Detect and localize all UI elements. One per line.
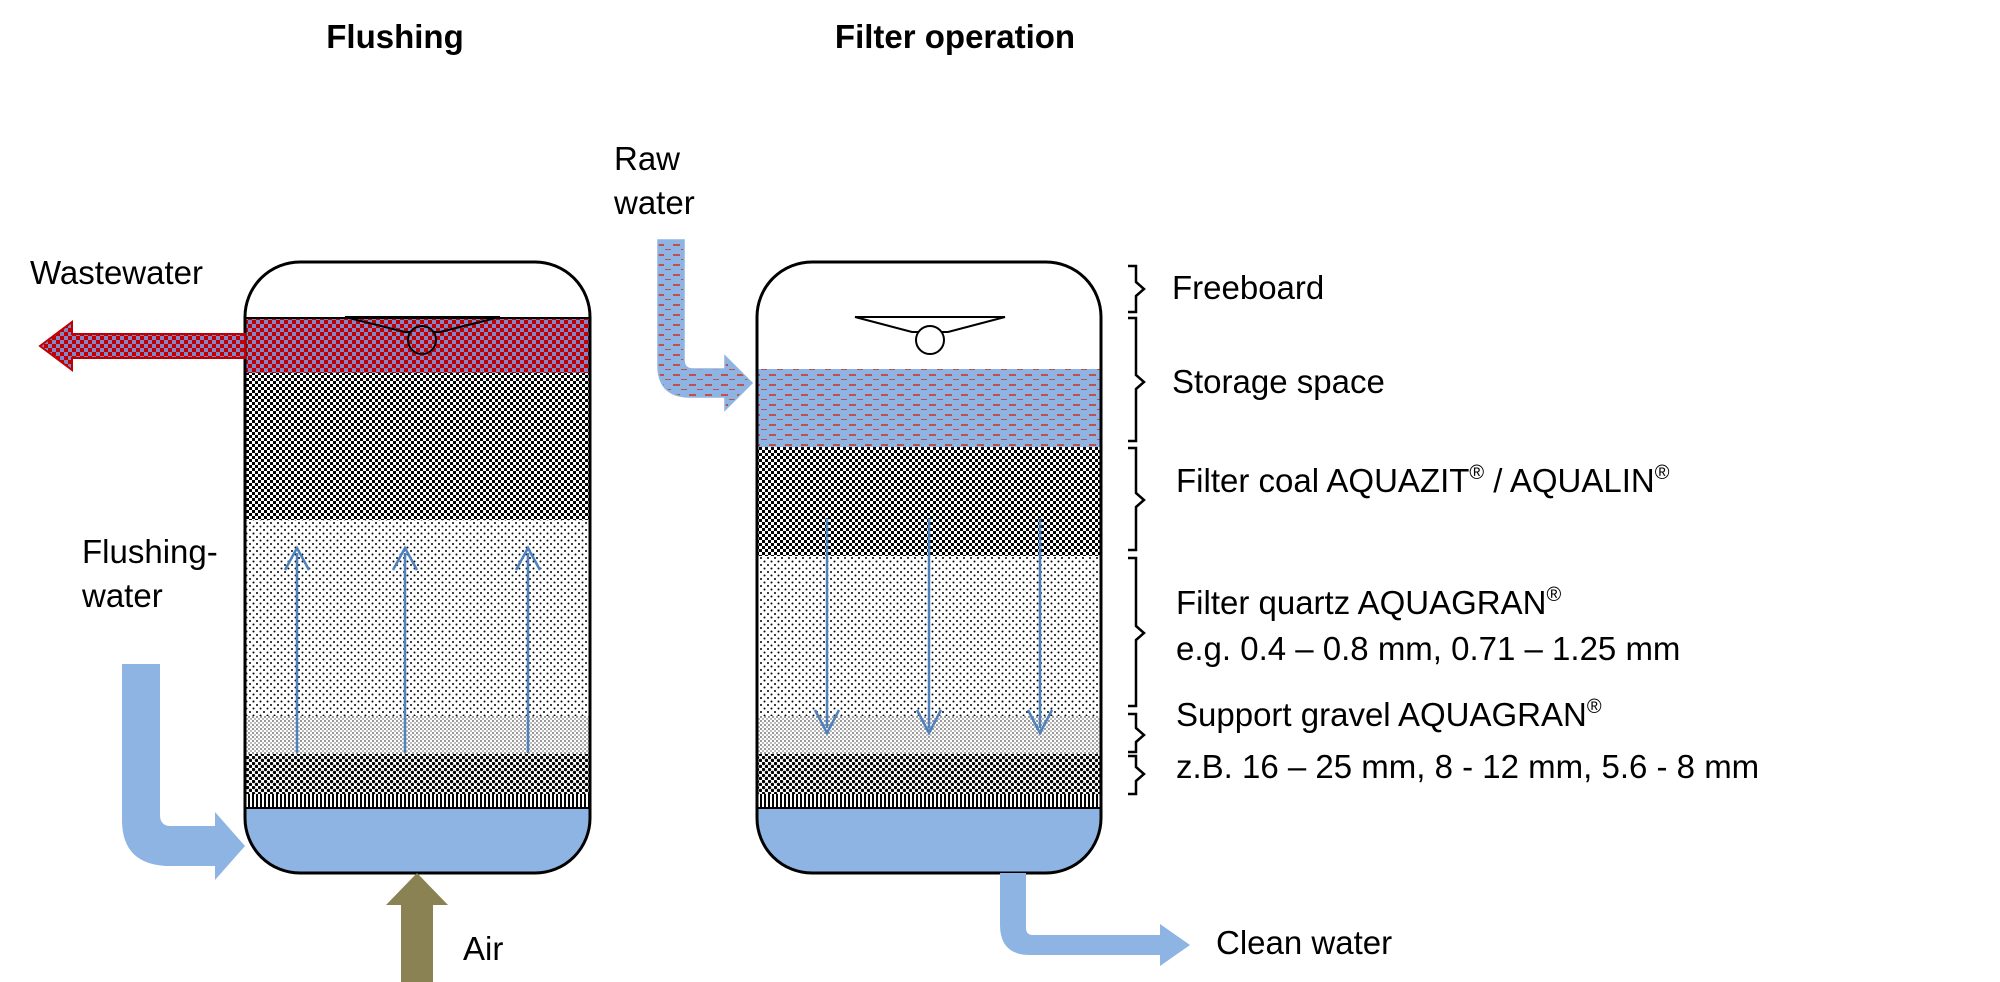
- storage-space-label: Storage space: [1172, 363, 1385, 400]
- air-arrow: [386, 873, 448, 982]
- quartz-layer: [245, 520, 590, 716]
- bottom-water-layer-right: [757, 808, 1101, 873]
- filter-quartz-reg-mark: ®: [1546, 584, 1561, 606]
- flushing-water-label-1: Flushing-: [82, 533, 218, 570]
- raw-water-label-1: Raw: [614, 140, 680, 177]
- support-gravel-main: Support gravel AQUAGRAN: [1176, 696, 1587, 733]
- overflow-trough-icon: [344, 316, 501, 355]
- filter-quartz-main: Filter quartz AQUAGRAN: [1176, 584, 1546, 621]
- flushing-water-label-2: water: [81, 577, 163, 614]
- screen-layer: [245, 794, 590, 808]
- filter-operation-title: Filter operation: [835, 18, 1075, 55]
- filter-vessel-outline: [755, 260, 1103, 875]
- screen-layer-right: [757, 794, 1101, 808]
- storage-water-layer: [757, 369, 1101, 447]
- brace-freeboard: [1128, 264, 1146, 314]
- overflow-trough-icon-right: [854, 316, 1006, 355]
- brace-storage: [1128, 316, 1146, 443]
- filter-coal-label: Filter coal AQUAZIT® / AQUALIN®: [1176, 462, 1670, 499]
- brace-fine-gravel: [1128, 712, 1146, 754]
- flushing-water-arrow: [122, 664, 245, 880]
- filter-coal-reg-mark-2: ®: [1655, 462, 1670, 484]
- support-gravel-sizes: z.B. 16 – 25 mm, 8 - 12 mm, 5.6 - 8 mm: [1176, 748, 1759, 785]
- clean-water-label: Clean water: [1216, 924, 1392, 961]
- layer-braces: [1128, 264, 1146, 796]
- filter-coal-main: Filter coal AQUAZIT: [1176, 462, 1469, 499]
- brace-coal: [1128, 446, 1146, 552]
- brace-coarse-gravel: [1128, 754, 1146, 796]
- filter-quartz-label: Filter quartz AQUAGRAN®: [1176, 584, 1561, 621]
- freeboard-label: Freeboard: [1172, 269, 1324, 306]
- raw-water-label-2: water: [613, 184, 695, 221]
- wastewater-label: Wastewater: [30, 254, 203, 291]
- coal-layer: [245, 373, 590, 520]
- clean-water-arrow: [1000, 873, 1190, 966]
- brace-quartz: [1128, 556, 1146, 708]
- flushing-title: Flushing: [326, 18, 463, 55]
- flow-up-arrows: [283, 545, 542, 753]
- filter-coal-reg-mark: ®: [1469, 462, 1484, 484]
- filter-coal-second: / AQUALIN: [1484, 462, 1655, 499]
- fine-gravel-layer: [245, 716, 590, 754]
- filter-quartz-sizes: e.g. 0.4 – 0.8 mm, 0.71 – 1.25 mm: [1176, 630, 1680, 667]
- flushing-vessel: [245, 318, 590, 873]
- wastewater-arrow: [38, 320, 246, 372]
- coarse-gravel-layer: [245, 754, 590, 794]
- flushing-vessel-outline: [243, 260, 592, 875]
- flow-down-arrows: [813, 518, 1054, 736]
- support-gravel-reg-mark: ®: [1587, 696, 1602, 718]
- support-gravel-label: Support gravel AQUAGRAN®: [1176, 696, 1602, 733]
- raw-water-arrow: [657, 239, 754, 412]
- coarse-gravel-layer-right: [757, 754, 1101, 794]
- air-label: Air: [463, 930, 503, 967]
- bottom-water-layer: [245, 808, 590, 873]
